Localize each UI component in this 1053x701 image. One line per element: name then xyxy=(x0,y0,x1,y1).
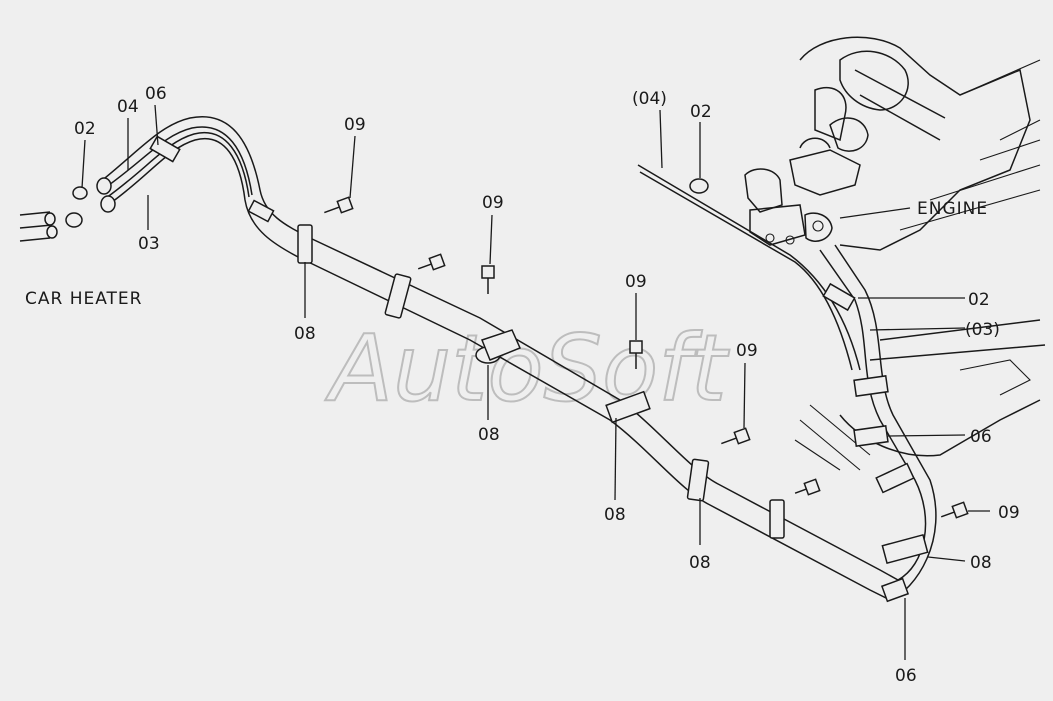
part-label-03-right: (03) xyxy=(965,320,1000,340)
part-label-06-bottom: 06 xyxy=(895,666,917,686)
part-label-09-a: 09 xyxy=(344,115,366,135)
part-label-06-right: 06 xyxy=(970,427,992,447)
part-label-08-c: 08 xyxy=(604,505,626,525)
part-label-06-left: 06 xyxy=(145,84,167,104)
part-label-09-b: 09 xyxy=(482,193,504,213)
leader-lines xyxy=(81,104,990,660)
bolts xyxy=(324,196,969,519)
part-label-08-right: 08 xyxy=(970,553,992,573)
part-label-04-left: 04 xyxy=(117,97,139,117)
clamps xyxy=(247,178,929,603)
part-label-08-a: 08 xyxy=(294,324,316,344)
car-heater-pipes xyxy=(19,211,58,242)
part-label-02-left: 02 xyxy=(74,119,96,139)
part-label-09-d: 09 xyxy=(736,341,758,361)
watermark: AutoSoft xyxy=(325,315,730,422)
engine-label: ENGINE xyxy=(917,199,988,219)
support-rod xyxy=(637,164,861,371)
engine-block xyxy=(744,36,1041,251)
part-label-02-top: 02 xyxy=(690,102,712,122)
oil-pan xyxy=(794,319,1046,471)
part-label-09-c: 09 xyxy=(625,272,647,292)
part-label-09-right: 09 xyxy=(998,503,1020,523)
part-label-08-d: 08 xyxy=(689,553,711,573)
part-label-03-left: 03 xyxy=(138,234,160,254)
part-label-04-top: (04) xyxy=(632,89,667,109)
part-label-08-b: 08 xyxy=(478,425,500,445)
part-label-02-right: 02 xyxy=(968,290,990,310)
car-heater-label: CAR HEATER xyxy=(25,289,143,309)
left-hose-ends xyxy=(65,135,181,228)
